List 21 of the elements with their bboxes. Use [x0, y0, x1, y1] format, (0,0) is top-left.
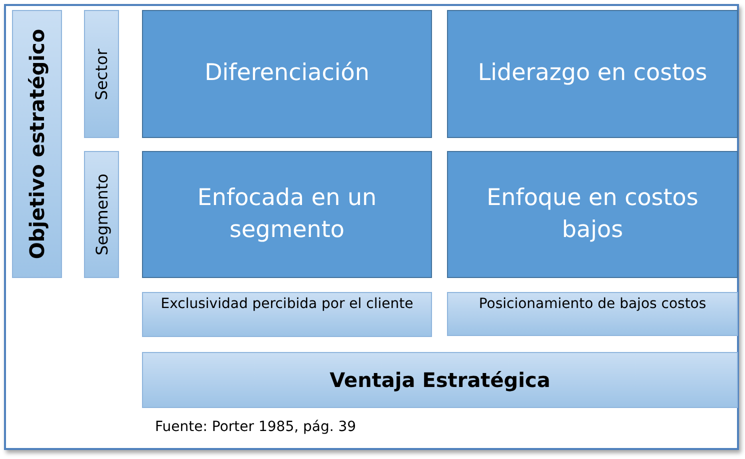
side-label-box [84, 10, 119, 138]
axis-label: Objetivo estratégico [25, 28, 49, 260]
axis-label: Segmento [92, 174, 111, 256]
description-box [447, 292, 738, 336]
box-label: Diferenciación [204, 59, 370, 88]
box-label: Enfocada en un segmento [196, 184, 378, 244]
box-label: Exclusividad percibida por el cliente [160, 296, 414, 313]
axis-label: Sector [92, 48, 111, 100]
box-label: Ventaja Estratégica [330, 368, 550, 392]
box-label: Liderazgo en costos [478, 59, 708, 88]
side-label-box [12, 10, 62, 278]
description-box [142, 292, 432, 337]
box-label: Posicionamiento de bajos costos [478, 296, 706, 313]
banner-box [142, 352, 738, 408]
side-label-box [84, 151, 119, 278]
source-note: Fuente: Porter 1985, pág. 39 [155, 419, 356, 435]
strategy-box [447, 10, 738, 138]
strategy-box [142, 10, 432, 138]
strategy-box [142, 151, 432, 278]
box-label: Enfoque en costos bajos [486, 184, 700, 244]
strategy-box [447, 151, 738, 278]
